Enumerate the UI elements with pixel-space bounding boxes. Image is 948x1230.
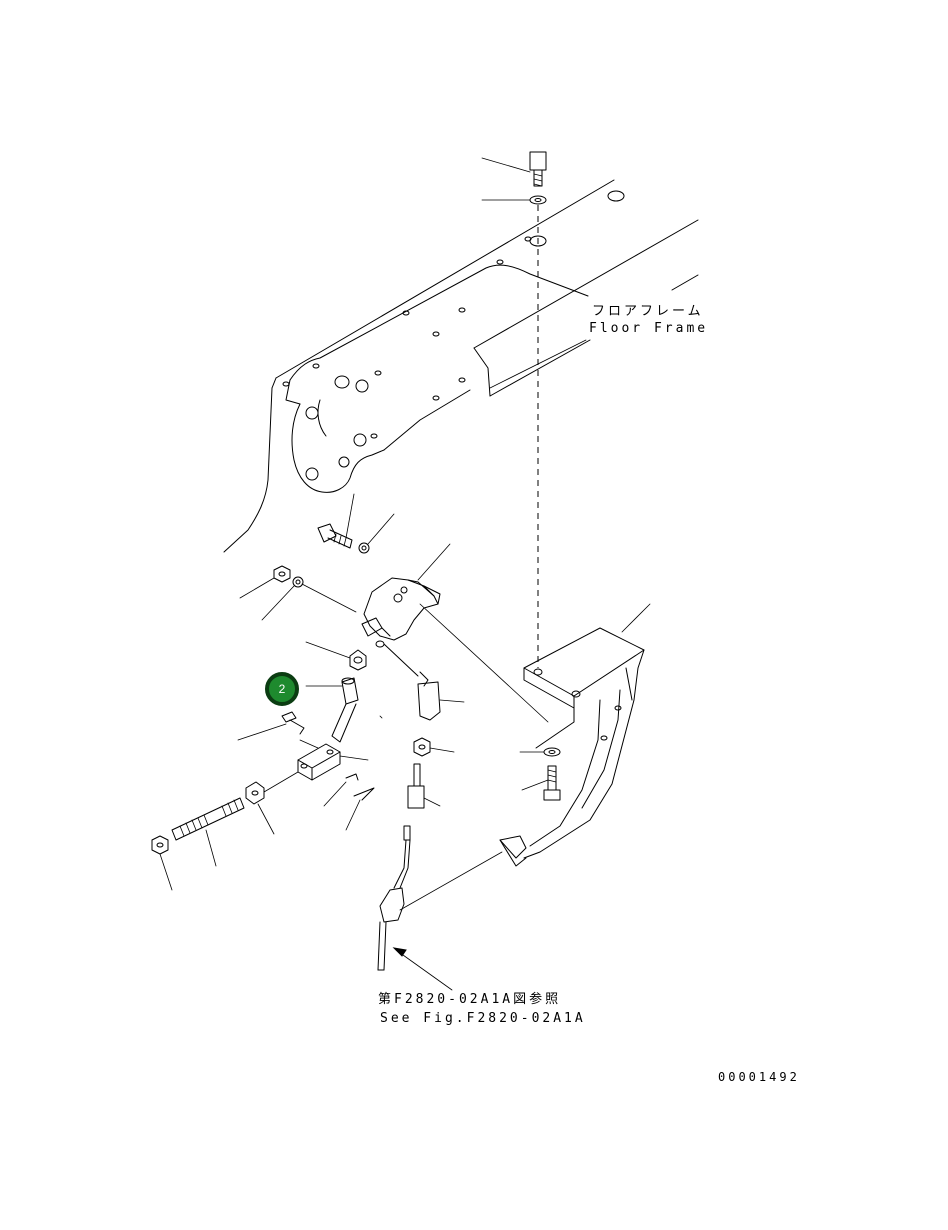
rod-nut-left [151, 835, 173, 891]
callout-number: 2 [278, 682, 286, 696]
see-fig-label-jp: 第F2820-02A1A図参照 [378, 992, 562, 1007]
reference-arrow [392, 947, 453, 991]
floor-frame-leader [489, 339, 587, 389]
control-cable [377, 825, 503, 971]
bracket-bolt [521, 765, 561, 801]
small-mark [379, 715, 383, 719]
top-bolt [481, 151, 547, 187]
rod-nut-right [245, 771, 299, 835]
bracket-washer [519, 747, 561, 757]
callout-badge-2[interactable]: 2 [265, 672, 299, 706]
threaded-rod [171, 797, 245, 867]
clevis-part [305, 677, 359, 743]
split-pin [323, 773, 359, 807]
top-washer [481, 195, 547, 205]
clevis-block [297, 739, 369, 781]
small-pin [237, 711, 305, 741]
pedal-lever [361, 543, 549, 723]
drawing-number: 00001492 [718, 1070, 800, 1084]
left-washer [261, 576, 357, 621]
floor-frame [223, 179, 699, 553]
floor-frame-label-jp: フロアフレーム [592, 304, 704, 319]
link-washer [358, 513, 395, 554]
floor-frame-label-en: Floor Frame [589, 321, 709, 336]
cable-stud [407, 763, 441, 809]
left-nut [239, 565, 291, 599]
see-fig-label-en: See Fig.F2820-02A1A [380, 1011, 586, 1026]
cotter [345, 787, 375, 831]
cable-nut [413, 737, 455, 757]
pedal-bracket [499, 603, 651, 867]
collar [305, 641, 367, 671]
lever-rod [383, 643, 465, 721]
link-bolt [317, 493, 355, 549]
